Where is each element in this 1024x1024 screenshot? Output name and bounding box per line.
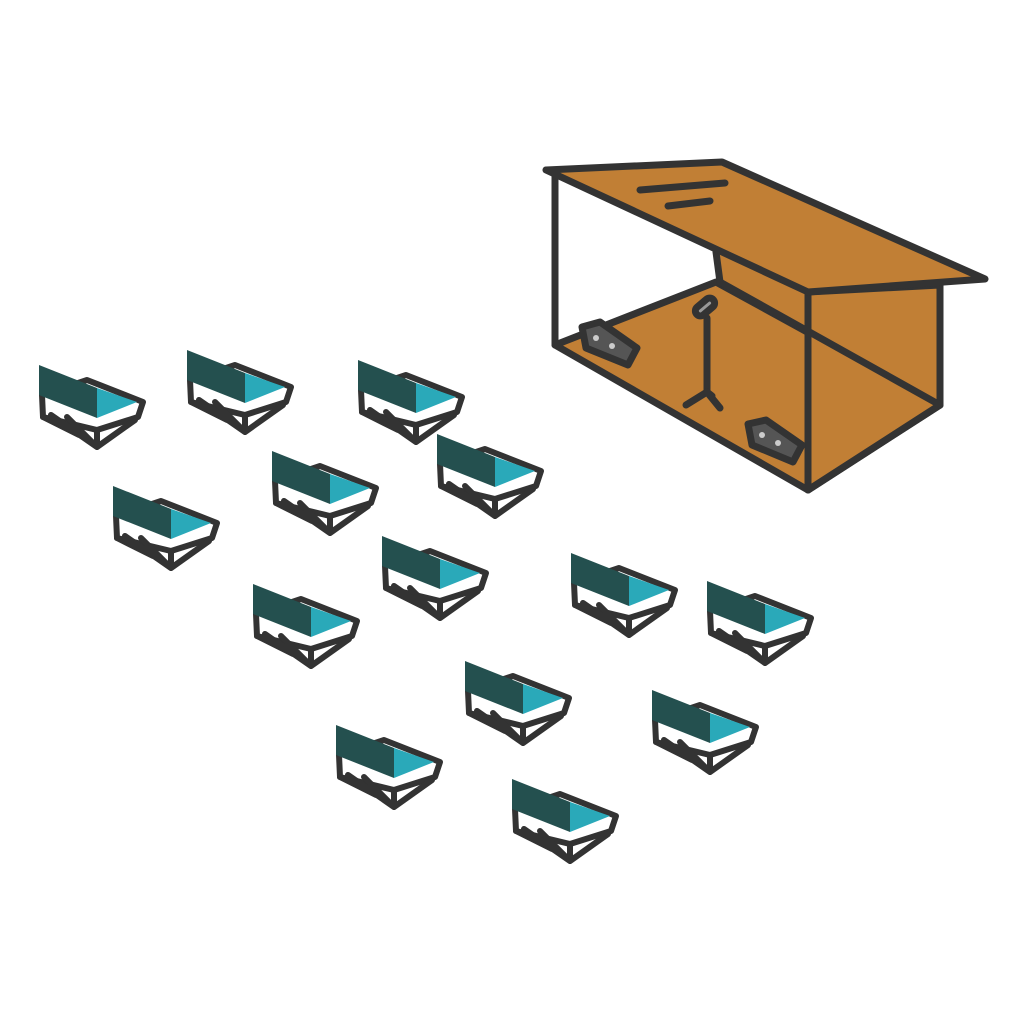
stage-side-wall bbox=[804, 281, 944, 494]
chair-icon bbox=[39, 365, 143, 447]
speaker-icon bbox=[744, 416, 806, 466]
chair-icon bbox=[652, 690, 756, 772]
chair-icon bbox=[707, 581, 811, 663]
chair-icon bbox=[113, 486, 217, 568]
microphone-stand-icon bbox=[682, 294, 724, 412]
stage-roof bbox=[542, 158, 989, 296]
stage bbox=[542, 158, 989, 494]
chair-icon bbox=[382, 536, 486, 618]
chair-icon bbox=[571, 553, 675, 635]
speaker-icon bbox=[578, 318, 641, 369]
chair-icon bbox=[187, 350, 291, 432]
chair-icon bbox=[465, 661, 569, 743]
chair-icon bbox=[358, 360, 462, 442]
chair-icon bbox=[512, 779, 616, 861]
chair-icon bbox=[336, 725, 440, 807]
chair-icon bbox=[437, 434, 541, 516]
stage-back-wall bbox=[716, 252, 808, 330]
chair-icon bbox=[272, 451, 376, 533]
chair-icon bbox=[253, 584, 357, 666]
